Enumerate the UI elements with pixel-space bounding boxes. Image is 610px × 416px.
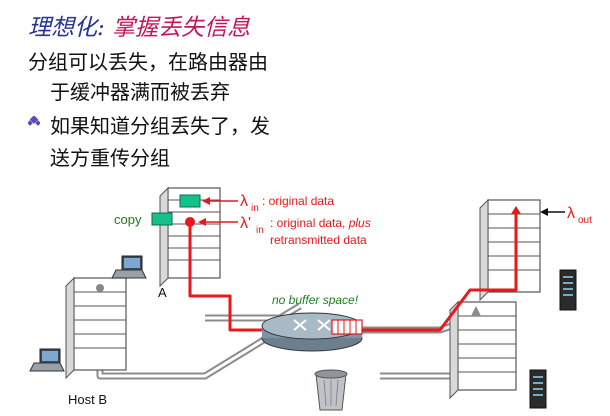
packet-original [179, 194, 201, 208]
bullet-icon [28, 116, 40, 126]
router-status-label: no buffer space! [272, 293, 359, 307]
arrow-left-icon [540, 208, 548, 216]
lambda-in-sub: in [251, 203, 259, 214]
lambda-in-prime-text: : original data, plus [270, 216, 371, 230]
bullet-line-2: 送方重传分组 [50, 146, 170, 170]
host-b-port [96, 284, 104, 292]
body-line-2: 于缓冲器满而被丢弃 [50, 80, 230, 104]
arrow-left-icon [202, 197, 210, 205]
receiver-buffer-bottom [449, 300, 517, 400]
lambda-in-symbol: λ [240, 193, 248, 210]
lambda-in-prime-text2: retransmitted data [270, 233, 367, 247]
slide-title: 理想化: 掌握丢失信息 [28, 8, 250, 42]
host-b-buffer [65, 276, 127, 380]
arrow-up-icon [471, 306, 481, 316]
lambda-in-prime-sub: in [256, 225, 264, 236]
arrow-left-icon [198, 218, 206, 226]
lambda-in-prime-symbol: λ' [240, 215, 251, 232]
server-icon [529, 369, 547, 409]
packet-copy [151, 212, 173, 226]
server-icon [559, 269, 577, 311]
router-buffer [331, 319, 363, 335]
host-b-label: Host B [68, 392, 107, 407]
body-line-1: 分组可以丢失，在路由器由 [28, 50, 268, 74]
title-prefix: 理想化: [28, 15, 105, 41]
receiver-buffer-top [479, 198, 541, 302]
lambda-out-symbol: λ [567, 205, 575, 222]
laptop-icon [111, 255, 147, 279]
arrow-up-icon [511, 206, 521, 214]
lambda-in-text: : original data [262, 194, 334, 208]
bullet-line-1: 如果知道分组丢失了，发 [50, 114, 270, 138]
copy-label: copy [114, 212, 142, 227]
merge-point [185, 217, 195, 227]
lambda-out-sub: out [578, 215, 592, 226]
trash-can-icon [314, 369, 348, 411]
laptop-icon [29, 348, 65, 372]
host-a-label: A [158, 285, 167, 300]
title-text: 掌握丢失信息 [112, 15, 251, 41]
